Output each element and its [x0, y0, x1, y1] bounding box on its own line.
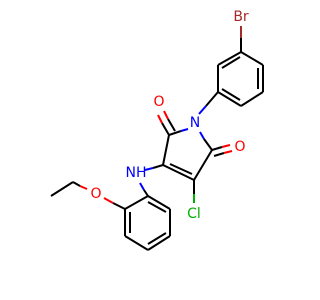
- bond-o-ch2: [72, 181, 81, 187]
- atom-labels: Br N O O NH Cl O: [90, 9, 248, 222]
- bond-ar1-c6-c1: [217, 51, 242, 66]
- bond-ar1-c6-c1-inner: [221, 56, 241, 69]
- atom-label-nh: NH: [126, 165, 147, 181]
- atom-label-o-right: O: [234, 139, 245, 155]
- bond-ar1-c3-c4: [240, 91, 264, 107]
- atom-label-cl: Cl: [187, 206, 201, 222]
- bond-c2-o-left-b-colored: [163, 110, 169, 120]
- atom-label-o-ether: O: [90, 186, 101, 202]
- atom-label-o-left: O: [153, 94, 164, 110]
- atom-label-n-ring: N: [190, 115, 200, 131]
- molecule-structure: Br N O O NH Cl O: [50, 9, 264, 251]
- bond-nh-aryl-colored: [139, 182, 145, 191]
- bond-c5-o-right-a-colored: [221, 144, 231, 148]
- bond-ar2-c6-c1-inner: [147, 201, 167, 213]
- bond-c5-o-right-a: [211, 146, 223, 151]
- bond-ar2-o: [112, 202, 126, 210]
- bonds: [50, 26, 264, 251]
- bond-c2-o-left-a-colored: [157, 114, 163, 124]
- bond-n-c2-left: [180, 128, 189, 132]
- bond-ar1-c4-c5-inner: [221, 88, 241, 101]
- bond-ar2-c4-c5-inner: [147, 232, 167, 245]
- bond-c5-o-right-b: [213, 152, 225, 157]
- bond-ar1-c4-c5: [217, 91, 242, 107]
- bond-n-c2-left-black: [168, 130, 182, 136]
- bond-ar2-c6-c1: [147, 195, 171, 210]
- bond-c2-o-left-a: [161, 122, 170, 136]
- bond-ar1-c1-c2: [240, 51, 264, 66]
- atom-label-br: Br: [233, 9, 249, 25]
- bond-c3-c4-inner: [169, 163, 193, 175]
- bond-aryl-n-colored: [198, 105, 207, 115]
- bond-ch2-ch3: [50, 181, 74, 197]
- bond-ar2-c1-c2: [124, 195, 149, 210]
- bond-ar2-o-colored: [103, 197, 114, 204]
- bond-c5-o-right-b-colored: [223, 150, 233, 154]
- bond-c2-c3: [162, 134, 170, 166]
- bond-c3-nh: [152, 164, 164, 169]
- bond-ar2-c3-c4: [124, 235, 149, 251]
- bond-c2-o-left-b: [167, 118, 176, 132]
- bond-aryl-n: [205, 91, 219, 107]
- bond-c4-c5: [193, 149, 213, 181]
- bond-ar2-c4-c5: [147, 235, 171, 251]
- bond-o-ch2-colored: [79, 185, 88, 190]
- bond-n-c5-right: [199, 131, 205, 140]
- bond-nh-aryl: [143, 189, 149, 197]
- bond-c3-nh-colored: [144, 167, 154, 171]
- bond-n-c5-right-black: [203, 138, 213, 151]
- bond-c3-c4: [162, 164, 195, 181]
